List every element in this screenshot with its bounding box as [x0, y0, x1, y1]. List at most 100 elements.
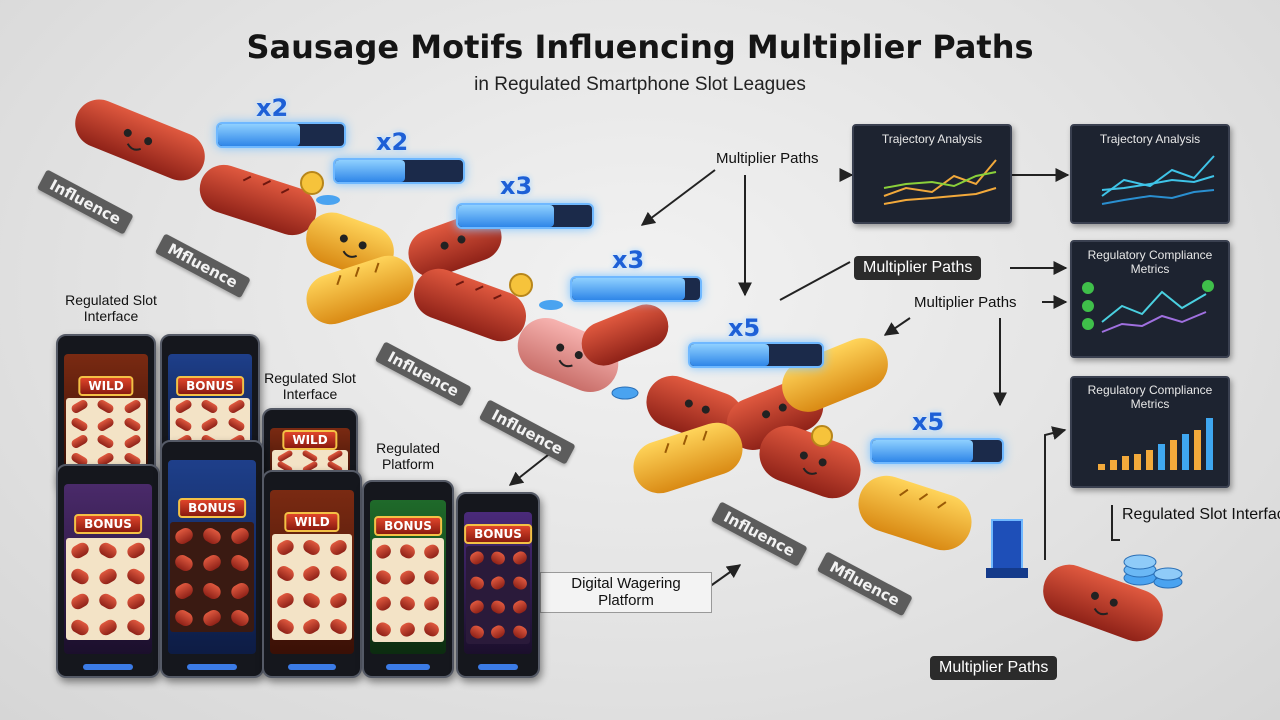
diagram-title: Sausage Motifs Influencing Multiplier Pa…: [246, 28, 1034, 66]
reel-sausage-icon: [274, 537, 297, 558]
panel-title: Trajectory Analysis: [881, 132, 983, 146]
multiplier-paths-pill: Multiplier Paths: [930, 656, 1058, 680]
arrow-paths-to-x5: [883, 317, 911, 336]
sausage-yellow-2: [306, 255, 414, 325]
multiplier-paths-label: Multiplier Paths: [716, 150, 819, 167]
reel-sausage-icon: [125, 617, 147, 638]
reel-sausage-icon: [327, 563, 350, 584]
phone-banner: WILD: [282, 430, 338, 450]
reel-sausage-icon: [227, 398, 247, 415]
reel-sausage-icon: [200, 580, 224, 602]
diagram-subtitle: in Regulated Smartphone Slot Leagues: [474, 74, 806, 95]
multiplier-paths-label: Multiplier Paths: [914, 294, 1017, 311]
reel-sausage-icon: [467, 623, 486, 641]
reel-sausage-icon: [489, 623, 507, 641]
sausage-red-9: [1043, 564, 1163, 642]
reel-sausage-icon: [228, 580, 252, 602]
multiplier-paths-pill: Multiplier Paths: [854, 256, 982, 280]
reel-sausage-icon: [96, 416, 116, 433]
sausage-red-1: [75, 99, 205, 181]
multiplier-fill: [690, 344, 770, 366]
reel-sausage-icon: [374, 567, 394, 587]
multiplier-label: x3: [612, 246, 645, 274]
arrow-regulated-to-bars: [1044, 426, 1067, 560]
multiplier-label: x2: [376, 128, 409, 156]
sausage-chain: [75, 99, 1163, 642]
reel-sausage-icon: [276, 450, 294, 462]
reel-sausage-icon: [510, 549, 529, 567]
reel-sausage-icon: [69, 540, 91, 561]
reel-sausage-icon: [510, 574, 529, 592]
arrow-influence-to-phones: [508, 454, 549, 486]
reel-sausage-icon: [301, 590, 323, 611]
reel-sausage-icon: [489, 598, 507, 616]
panel-title: Regulatory Compliance Metrics: [1087, 383, 1213, 411]
reel-sausage-icon: [69, 591, 91, 612]
reel-sausage-icon: [123, 416, 143, 433]
coin-stack-icon: [611, 386, 1183, 589]
multiplier-label: x3: [500, 172, 533, 200]
reel-sausage-icon: [398, 593, 418, 613]
arrow-center-to-paths: [779, 261, 851, 301]
reel-sausage-icon: [467, 549, 486, 567]
reel-sausage-icon: [301, 563, 323, 584]
multiplier-fill: [335, 160, 406, 182]
panel-title: Trajectory Analysis: [1099, 132, 1201, 146]
phone-banner: BONUS: [374, 516, 442, 536]
check-icon: [1202, 280, 1214, 292]
reel-sausage-icon: [69, 433, 89, 450]
phone-mockup: WILD: [262, 470, 362, 678]
arrow-regulated-stem: [1111, 505, 1120, 541]
regulatory-compliance-panel: Regulatory Compliance Metrics: [1070, 376, 1230, 488]
reel-sausage-icon: [489, 574, 507, 592]
reel-sausage-icon: [228, 525, 252, 547]
regulated-platform-label: Regulated Platform: [376, 440, 440, 473]
coin-stacks: [300, 171, 1183, 589]
trajectory-analysis-panel: Trajectory Analysis: [1070, 124, 1230, 224]
compliance-chart: [1082, 280, 1214, 333]
reel-sausage-icon: [172, 525, 196, 547]
reel-sausage-icon: [422, 567, 442, 587]
reel-sausage-icon: [510, 623, 529, 641]
phone-mockup: BONUS: [456, 492, 540, 678]
regulated-slot-interface-label: Regulated Slot Interface: [65, 292, 157, 325]
reel-sausage-icon: [467, 574, 486, 592]
reel-sausage-icon: [97, 591, 119, 612]
reel-sausage-icon: [172, 607, 196, 629]
trajectory-chart: [1101, 155, 1215, 205]
check-icon: [1082, 318, 1094, 330]
phone-mockup: BONUS: [362, 480, 454, 678]
reel-sausage-icon: [301, 616, 323, 637]
reel-sausage-icon: [200, 525, 224, 547]
coin-icon: [509, 273, 563, 310]
check-icon: [1082, 282, 1094, 294]
reel-sausage-icon: [398, 567, 418, 587]
arrow-paths-to-xbar: [640, 169, 716, 226]
reel-sausage-icon: [125, 540, 147, 561]
reel-sausage-icon: [123, 398, 143, 415]
sausage-red-2: [199, 164, 317, 236]
multiplier-fill: [872, 440, 974, 462]
multiplier-label: x5: [728, 314, 761, 342]
reel-sausage-icon: [200, 416, 220, 433]
reel-sausage-icon: [200, 607, 224, 629]
reel-sausage-icon: [422, 619, 442, 639]
reel-sausage-icon: [97, 566, 119, 587]
sausage-yellow-3: [782, 338, 888, 412]
multiplier-bar: [870, 438, 1004, 464]
reel-sausage-icon: [172, 552, 196, 574]
reel-sausage-icon: [172, 580, 196, 602]
reel-sausage-icon: [227, 416, 247, 433]
reel-sausage-icon: [228, 607, 252, 629]
multiplier-bar: [570, 276, 702, 302]
trajectory-chart: [883, 159, 997, 205]
phone-banner: BONUS: [178, 498, 246, 518]
phone-banner: BONUS: [176, 376, 244, 396]
phone-mockup: BONUS: [56, 464, 160, 678]
reel-sausage-icon: [398, 619, 418, 639]
phone-banner: WILD: [284, 512, 340, 532]
reel-sausage-icon: [69, 416, 89, 433]
trajectory-analysis-panel: Trajectory Analysis: [852, 124, 1012, 224]
reel-sausage-icon: [173, 416, 193, 433]
